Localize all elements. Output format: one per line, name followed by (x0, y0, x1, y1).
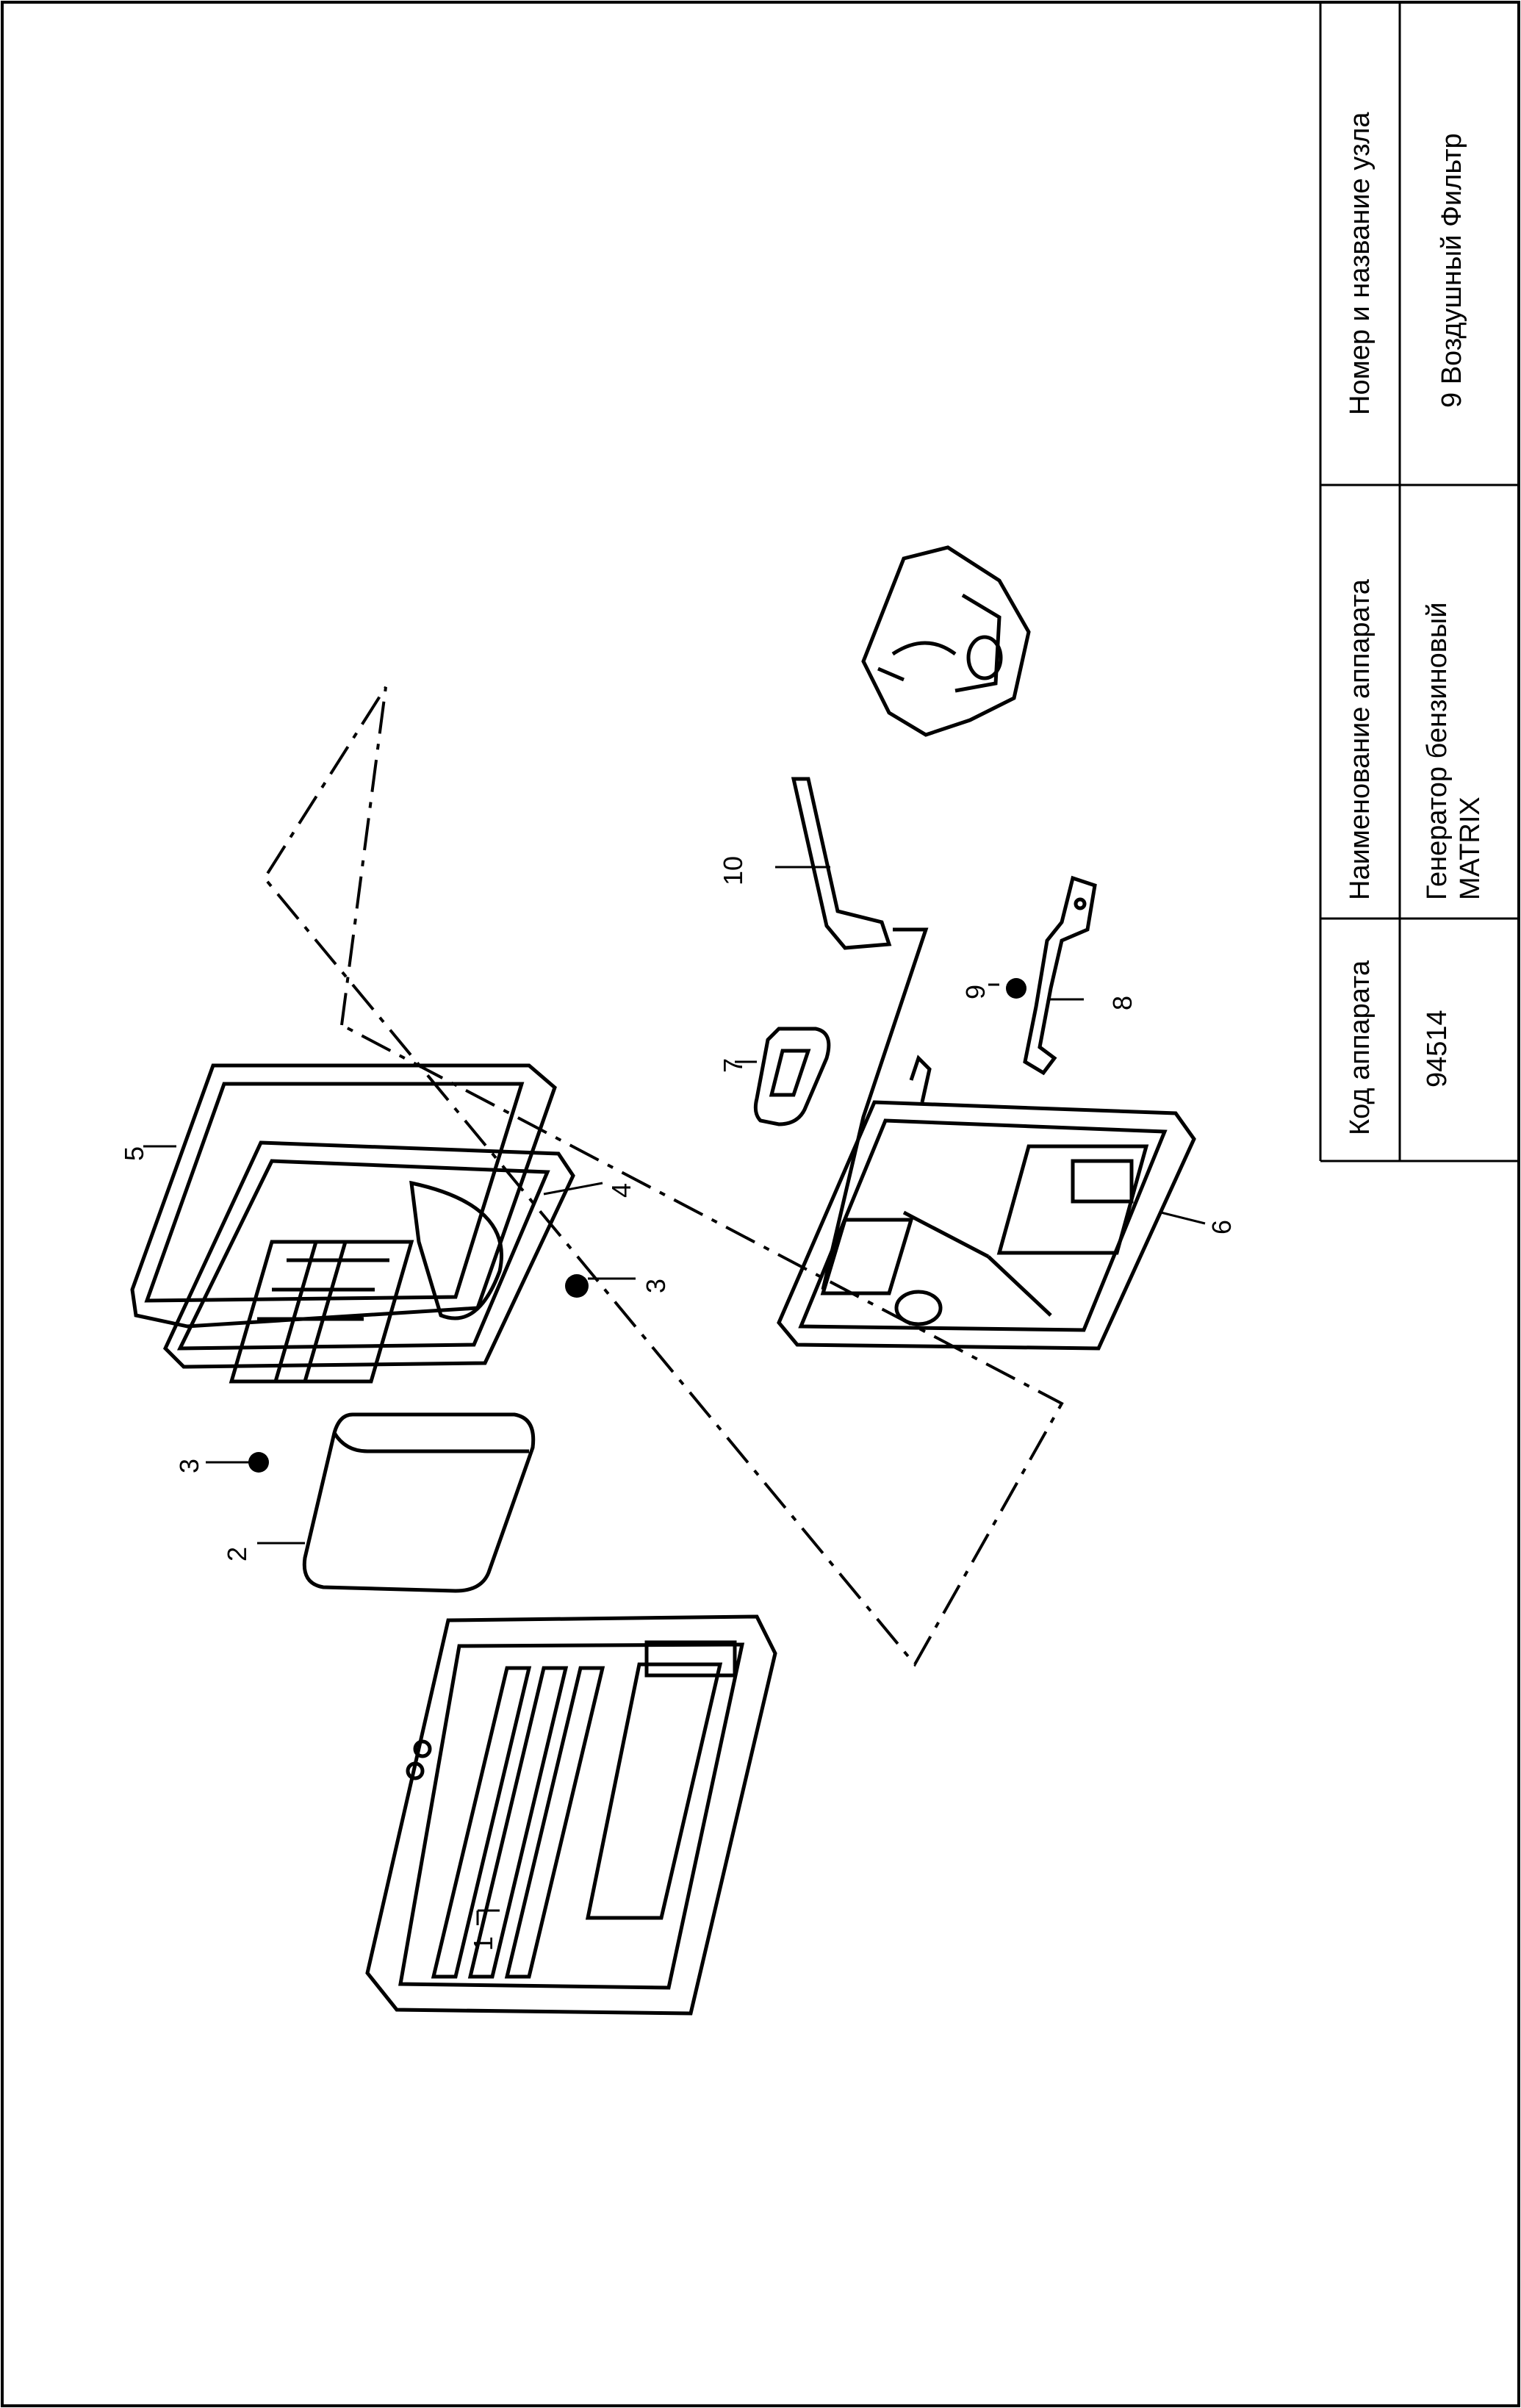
device-value-line2: MATRIX (1455, 797, 1486, 900)
callout-9: 9 (960, 985, 990, 999)
callout-5: 5 (119, 1146, 149, 1161)
part-small-gasket (753, 1027, 831, 1126)
part-breather-tube (791, 777, 929, 1290)
part-gasket-frame (162, 1140, 575, 1384)
callout-1: 1 (468, 1936, 498, 1951)
callout-3b: 3 (641, 1279, 671, 1293)
callout-3a: 3 (174, 1459, 204, 1473)
part-grommet (248, 1274, 589, 1473)
part-filter-base (777, 1054, 1196, 1351)
engine-block (861, 545, 1031, 737)
part-foam-element (302, 1412, 536, 1593)
callout-7: 7 (718, 1058, 748, 1073)
part-nut (1006, 978, 1026, 999)
callout-labels: 1 2 3 3 4 5 6 7 8 9 10 (119, 856, 1237, 1951)
assembly-outline (262, 686, 1064, 1667)
code-value: 94514 (1422, 1010, 1453, 1088)
assembly-value: 9 Воздушный Фильтр (1436, 133, 1467, 408)
callout-8: 8 (1107, 996, 1137, 1010)
callout-10: 10 (718, 856, 748, 885)
part-cover (365, 1614, 777, 2016)
part-bracket (1023, 875, 1097, 1076)
leader-lines (143, 866, 1206, 1925)
callout-2: 2 (222, 1547, 252, 1561)
device-header: Наименование аппарата (1345, 579, 1376, 900)
title-block (1319, 2, 1519, 1162)
device-value-line1: Генератор бензиновый (1422, 602, 1453, 900)
callout-4: 4 (606, 1183, 636, 1198)
assembly-header: Номер и название узла (1345, 112, 1376, 415)
code-header: Код аппарата (1345, 960, 1376, 1135)
callout-6: 6 (1207, 1220, 1237, 1234)
